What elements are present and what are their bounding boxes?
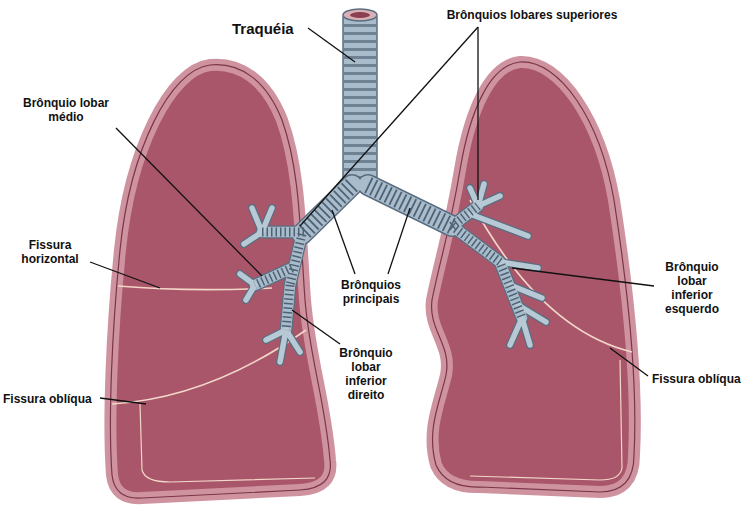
segmental-bronchi-outline [240,184,546,362]
leader-line [332,210,355,274]
part-label: Brônquios principais [331,278,411,306]
leader-line [388,208,410,274]
leader-lines [90,27,654,404]
leader-line [512,268,654,286]
leader-line [308,28,355,62]
leader-line [100,398,146,404]
part-label: Fissura horizontal [13,238,88,266]
part-label: Brônquios lobares superiores [447,8,618,22]
trachea-opening [343,9,377,21]
trachea-rings [344,24,376,188]
leader-line [90,262,160,288]
trachea-tube [343,14,377,190]
left-lung [432,62,635,492]
right-base-line [140,404,315,482]
left-base-line [470,360,622,480]
main-bronchi [302,185,452,234]
leader-line [610,348,648,376]
part-label: Brônquio lobar inferior direito [334,346,398,402]
part-label: Traquéia [232,20,294,37]
segmental-bronchi [240,184,546,362]
main-bronchi-outline [302,185,452,234]
leader-line [477,27,478,200]
leader-line [116,128,262,276]
leader-line [292,310,340,344]
part-label: Brônquio lobar inferior esquerdo [659,260,725,316]
part-label: Fissura oblíqua [3,392,92,406]
right-oblique-fissure [112,330,306,404]
trachea-lumen [350,12,370,18]
bronchial-tree [240,184,546,362]
part-label: Brônquio lobar médio [16,96,116,124]
left-lung-outline [432,62,635,492]
part-label: Fissura oblíqua [652,372,741,386]
main-bronchi-rings [302,185,452,234]
leader-line [300,27,478,226]
trachea [343,9,377,190]
